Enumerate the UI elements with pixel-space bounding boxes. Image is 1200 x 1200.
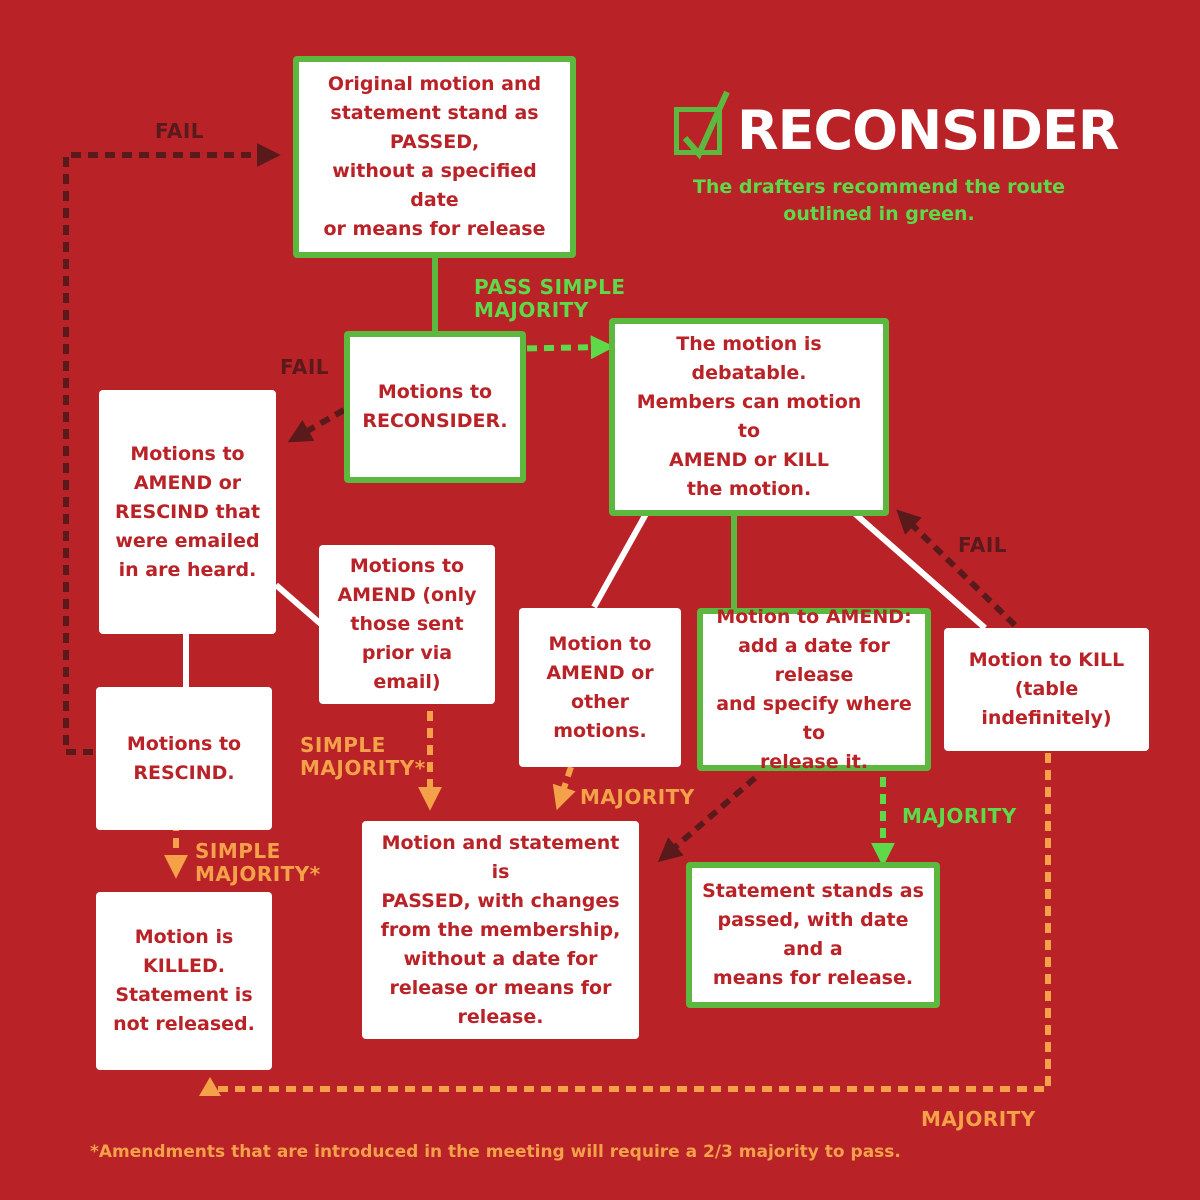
box-motion-amend-other: Motion to AMEND or other motions. <box>519 608 681 767</box>
box-motions-to-rescind: Motions to RESCIND. <box>96 687 272 830</box>
line-debatable-to-amend-other <box>591 510 650 609</box>
label-majority-amend-other: MAJORITY <box>580 785 695 809</box>
box-statement-stands-with-date: Statement stands as passed, with date an… <box>686 862 940 1008</box>
label-fail-top: FAIL <box>155 119 205 143</box>
label-fail-mid: FAIL <box>280 355 330 379</box>
arrow-rescind-fail-to-original <box>63 143 281 755</box>
box-motions-amend-email: Motions to AMEND (only those sent prior … <box>319 545 495 704</box>
box-motions-emailed: Motions to AMEND or RESCIND that were em… <box>99 390 276 634</box>
line-emailed-to-amend-email <box>274 582 324 628</box>
box-motion-to-kill: Motion to KILL (table indefinitely) <box>944 628 1149 751</box>
label-pass-simple-majority: PASS SIMPLE MAJORITY <box>474 275 626 322</box>
arrow-kill-majority-head <box>199 1077 221 1096</box>
page-title: RECONSIDER <box>737 99 1119 162</box>
label-majority-kill: MAJORITY <box>921 1107 1036 1131</box>
box-motion-killed: Motion is KILLED. Statement is not relea… <box>96 892 272 1070</box>
arrow-amend-other-to-passed <box>552 766 576 811</box>
label-simple-majority-rescind: SIMPLE MAJORITY* <box>195 839 321 886</box>
line-debatable-to-kill <box>851 509 987 631</box>
arrow-amend-date-fail-to-passed <box>657 775 757 863</box>
label-majority-amend-date: MAJORITY <box>902 804 1017 828</box>
box-motion-amend-date: Motion to AMEND: add a date for release … <box>697 606 931 773</box>
box-motions-to-reconsider: Motions to RECONSIDER. <box>344 331 526 483</box>
label-simple-majority-amend: SIMPLE MAJORITY* <box>300 733 426 780</box>
page-subtitle: The drafters recommend the route outline… <box>692 176 1066 225</box>
box-motion-passed-with-changes: Motion and statement is PASSED, with cha… <box>362 821 639 1039</box>
box-motion-debatable: The motion is debatable. Members can mot… <box>609 318 889 516</box>
checkbox-checked-icon <box>674 90 730 160</box>
label-fail-right: FAIL <box>958 533 1008 557</box>
footnote: *Amendments that are introduced in the m… <box>90 1142 901 1162</box>
box-original-motion: Original motion and statement stand as P… <box>293 56 576 258</box>
arrow-kill-fail-to-debatable <box>896 509 1030 640</box>
arrow-reconsider-fail-to-emailed <box>287 407 346 443</box>
